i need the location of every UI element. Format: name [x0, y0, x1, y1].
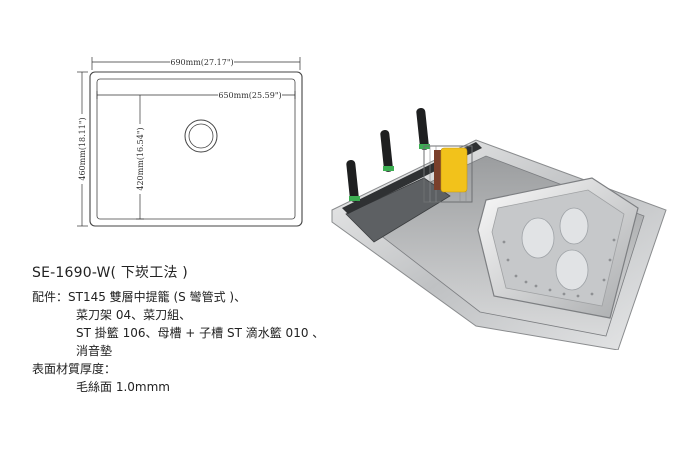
knife-set — [346, 107, 430, 202]
inner-width-label: 650mm(25.59") — [218, 91, 281, 100]
sink-dimension-drawing: 690mm(27.17") 460mm(18.11") 650mm(25.59"… — [77, 57, 303, 227]
thickness-value: 毛絲面 1.0mmm — [76, 380, 170, 394]
outer-width-label: 690mm(27.17") — [170, 58, 233, 67]
accessories-label: 配件： — [32, 290, 69, 304]
sponge — [440, 147, 468, 193]
drain-outer-ring — [184, 119, 218, 153]
accessories-item-2: 菜刀架 04、菜刀組、 — [76, 308, 192, 322]
inner-height-label: 420mm(16.54") — [136, 127, 145, 190]
sink-inner-outline — [96, 78, 296, 220]
model-title: SE-1690-W( 下崁工法 ) — [32, 265, 188, 281]
drinking-glasses — [521, 207, 589, 291]
product-specs: SE-1690-W( 下崁工法 ) 配件：ST145 雙層中提籠 (S 彎管式 … — [32, 262, 332, 396]
spec-accessories-row: 配件：ST145 雙層中提籠 (S 彎管式 )、 — [32, 288, 332, 306]
accessories-item-3: ST 掛籃 106、母槽 + 子槽 ST 滴水籃 010 、 — [76, 326, 325, 340]
tray-perforations — [502, 238, 616, 298]
wire-basket — [423, 145, 473, 203]
outer-height-label: 460mm(18.11") — [78, 117, 87, 180]
sink-product-photo — [331, 107, 667, 350]
accessories-item-4: 消音墊 — [76, 344, 113, 358]
drain-inner-ring — [188, 123, 214, 149]
thickness-label: 表面材質厚度： — [32, 362, 117, 376]
accessories-item-1: ST145 雙層中提籠 (S 彎管式 )、 — [68, 290, 247, 304]
sink-outer-outline — [89, 71, 303, 227]
